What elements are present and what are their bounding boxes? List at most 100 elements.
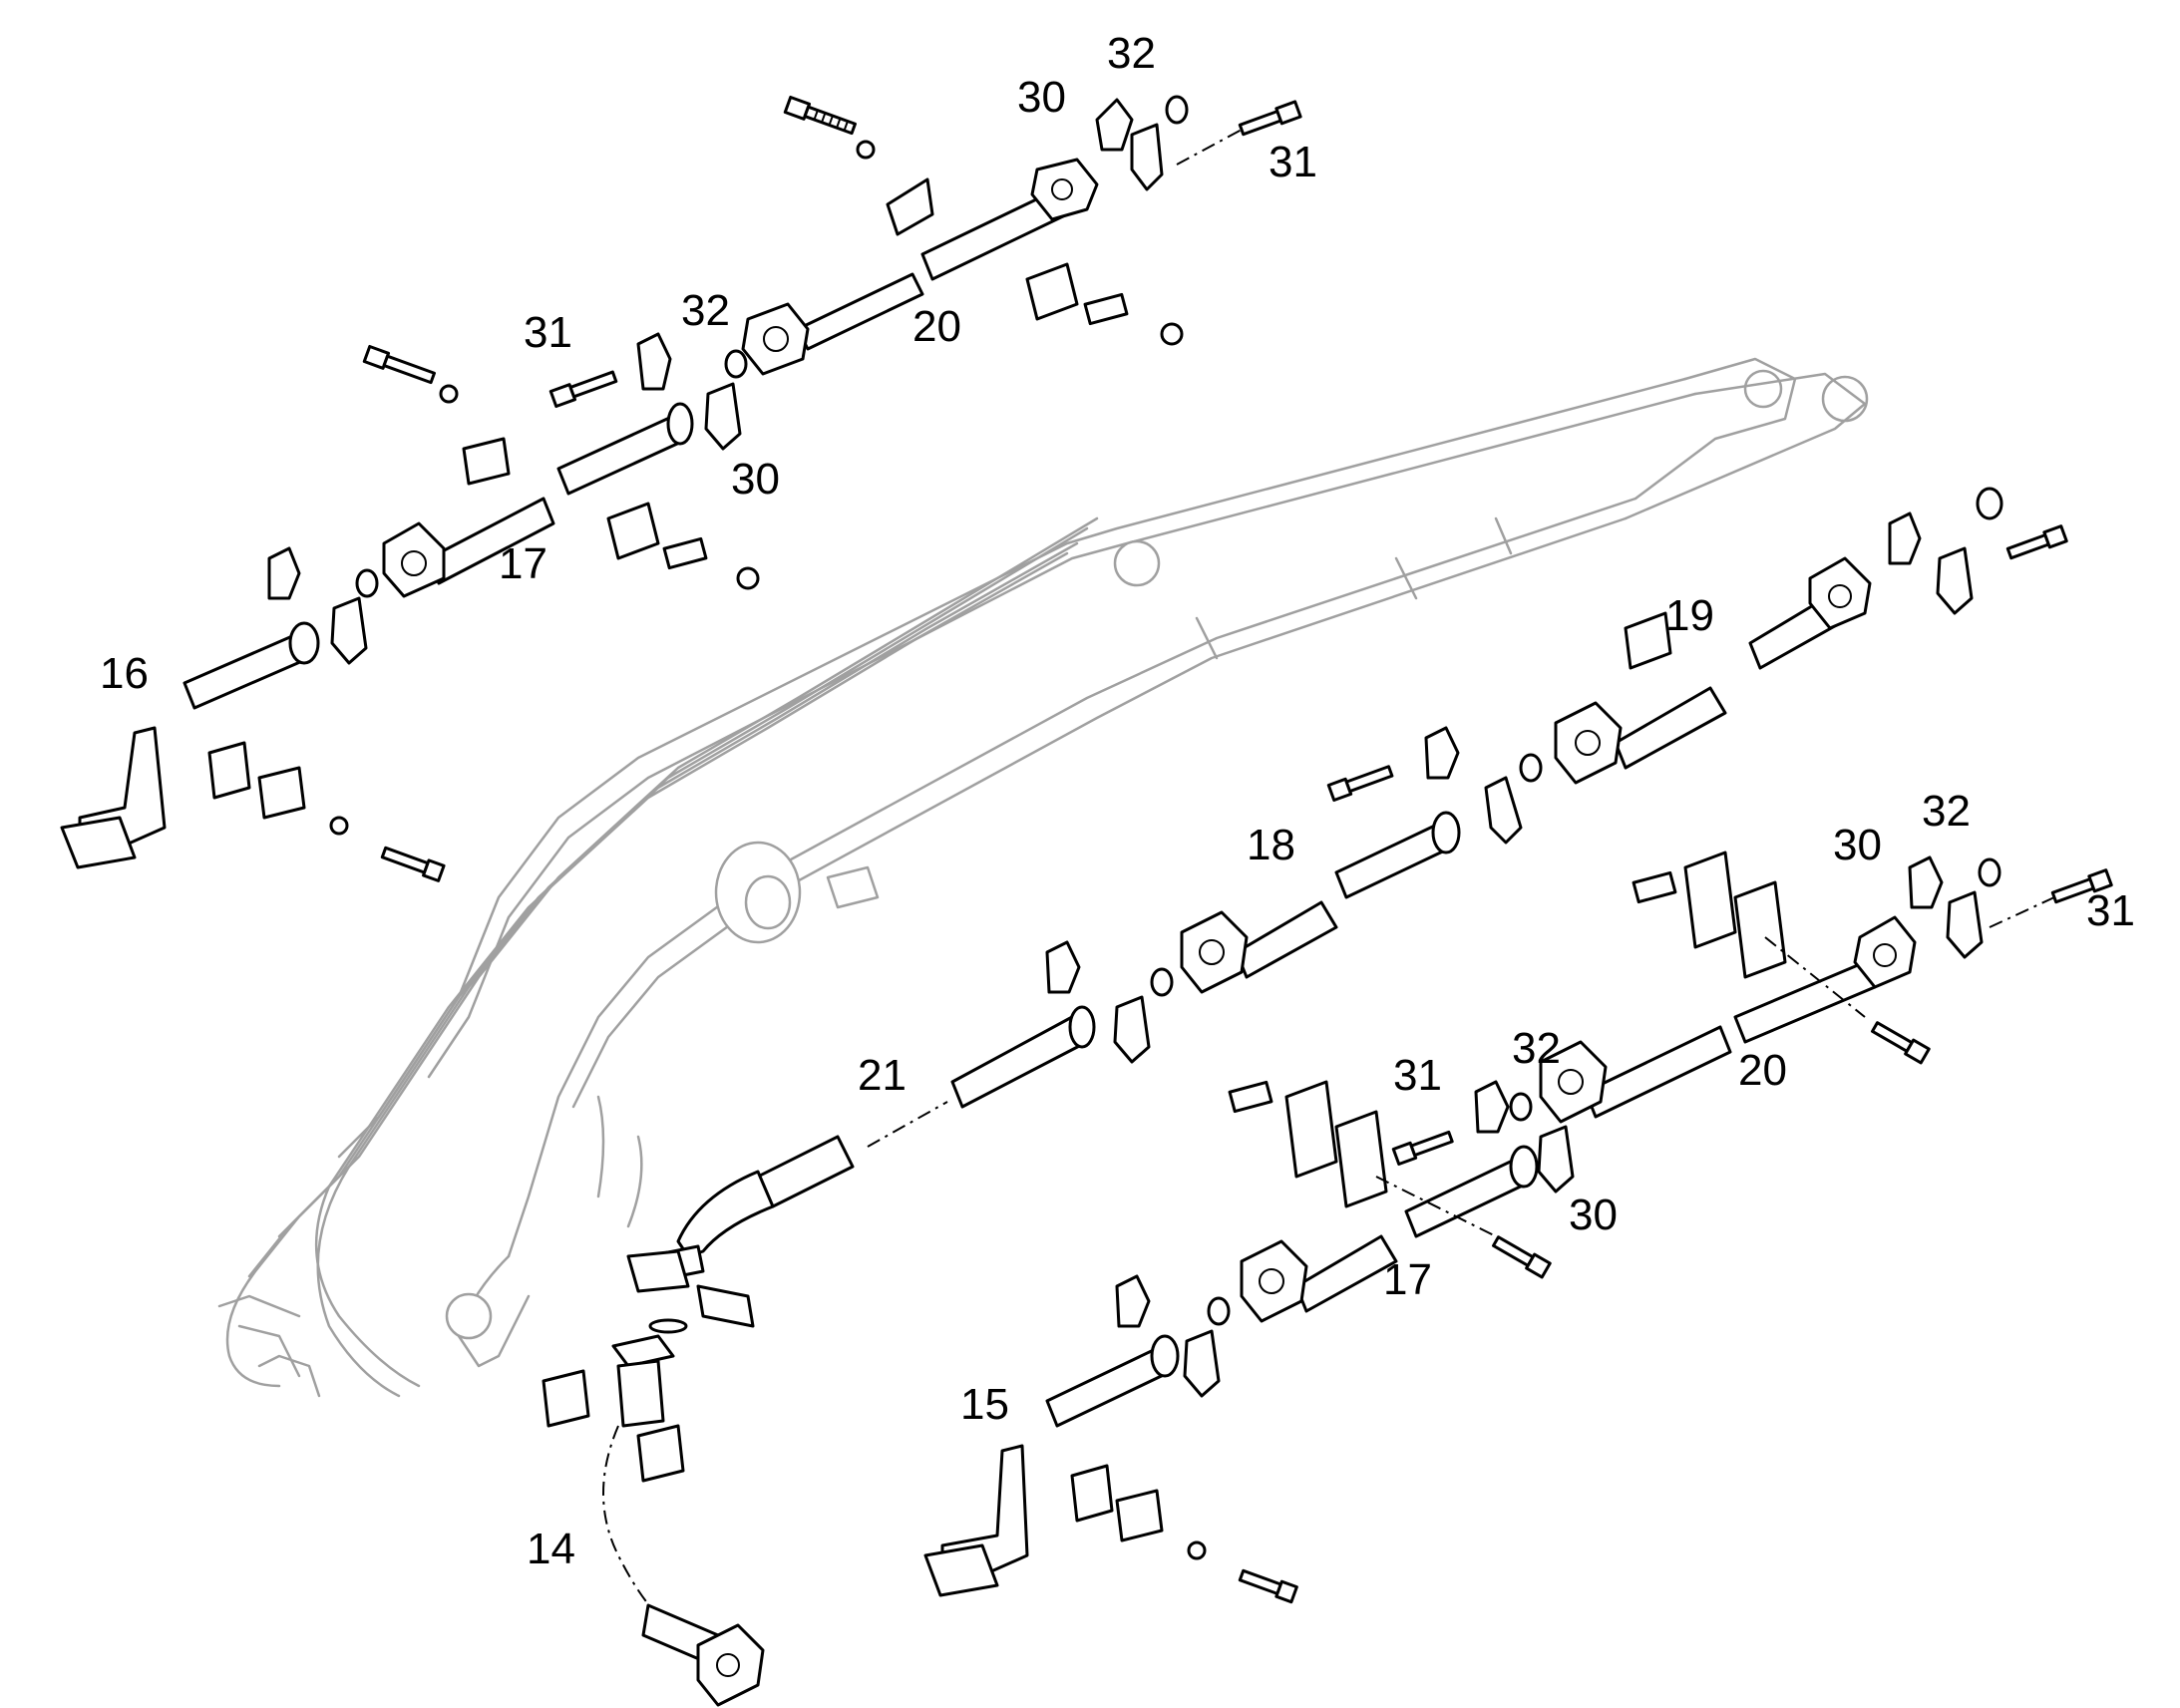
- pipe-19-segment-2: [1614, 686, 1727, 770]
- callout-20: 20: [1738, 1046, 1787, 1095]
- o-ring: [1978, 857, 2001, 887]
- o-ring: [1165, 95, 1189, 125]
- clamp-half: [696, 1284, 755, 1328]
- bolt: [2050, 868, 2113, 904]
- pipe-fitting-collar: [288, 621, 320, 665]
- excavator-boom: [217, 357, 1869, 1398]
- spacer-block: [1632, 870, 1677, 904]
- pipe-21-elbow: [676, 1170, 775, 1258]
- o-ring: [1207, 1296, 1231, 1326]
- o-ring: [1519, 753, 1543, 783]
- bolt: [1871, 1021, 1931, 1065]
- nut: [1160, 322, 1184, 346]
- clip-bracket: [886, 177, 934, 236]
- callout-19: 19: [1665, 591, 1714, 640]
- fitting-head: [611, 1334, 675, 1368]
- clip-bracket: [1284, 1080, 1338, 1179]
- pipe-fitting-collar: [1150, 1334, 1180, 1378]
- clip-bracket: [1733, 880, 1787, 979]
- bolt: [2005, 524, 2068, 560]
- center-pipe-assembly: [542, 1135, 855, 1707]
- split-flange-half: [1095, 98, 1134, 152]
- split-flange-half: [1474, 1080, 1510, 1134]
- washer: [329, 816, 349, 836]
- clip-bracket: [1025, 262, 1079, 321]
- bolt: [1391, 1130, 1454, 1167]
- callout-30: 30: [1833, 821, 1882, 869]
- clip-bracket: [207, 741, 251, 800]
- split-flange-half: [704, 382, 742, 451]
- split-flange-half: [1484, 776, 1523, 845]
- bolt: [1238, 100, 1302, 137]
- flange: [1554, 701, 1623, 785]
- pipe-20-upper-segment: [796, 272, 924, 351]
- callout-31: 31: [2086, 886, 2135, 935]
- split-flange-half: [1130, 123, 1164, 191]
- bolt: [380, 846, 446, 882]
- split-flange-half: [1045, 940, 1081, 994]
- fitting-body: [616, 1359, 665, 1428]
- clip-bracket: [257, 766, 306, 820]
- o-ring: [1976, 487, 2003, 520]
- split-flange-half: [1946, 890, 1984, 959]
- callout-21: 21: [858, 1051, 907, 1100]
- pipe-20-lower-segment-2: [1584, 1025, 1732, 1119]
- flange: [1030, 158, 1099, 221]
- clip-bracket: [1070, 1464, 1114, 1523]
- bolt: [362, 344, 436, 385]
- split-flange-half: [1936, 546, 1974, 615]
- clip-bracket: [1115, 1489, 1164, 1542]
- right-pipe-assembly: [867, 487, 2113, 1604]
- pipe-fitting-collar: [666, 402, 694, 446]
- flange: [1240, 1239, 1308, 1323]
- pipe-fitting-collar: [1431, 811, 1461, 854]
- callout-32: 32: [1107, 29, 1156, 78]
- pipe-fitting-collar: [1509, 1145, 1539, 1189]
- bolt: [783, 95, 857, 136]
- bolt: [1492, 1235, 1552, 1279]
- spacer-block: [1228, 1080, 1273, 1114]
- o-ring: [724, 349, 748, 379]
- washer: [856, 140, 876, 160]
- spacer-block: [662, 536, 708, 570]
- clip-bracket: [636, 1424, 685, 1483]
- callout-32: 32: [1512, 1024, 1561, 1073]
- left-upper-pipe-assembly: [60, 332, 760, 882]
- clip-bracket: [1334, 1110, 1388, 1208]
- flange: [741, 302, 810, 376]
- callout-20: 20: [912, 302, 961, 351]
- o-ring: [355, 568, 379, 598]
- clamp-half: [626, 1249, 690, 1293]
- washer: [439, 384, 459, 404]
- clip-bracket: [1624, 611, 1672, 670]
- pipe-15-elbow-base: [923, 1543, 999, 1597]
- callout-30: 30: [1569, 1191, 1618, 1239]
- callout-31: 31: [1269, 138, 1317, 186]
- o-ring: [648, 1318, 688, 1334]
- split-flange-half: [1424, 726, 1460, 780]
- washer: [1187, 1540, 1207, 1560]
- bolt: [1238, 1568, 1298, 1604]
- o-ring: [1150, 967, 1174, 997]
- pipe-fitting-collar: [1068, 1005, 1096, 1049]
- spacer-block: [1083, 292, 1129, 326]
- callout-32: 32: [1922, 787, 1971, 836]
- split-flange-half: [636, 332, 672, 391]
- split-flange-half: [1115, 1274, 1151, 1328]
- callout-31: 31: [1393, 1051, 1442, 1100]
- flange: [1180, 910, 1249, 994]
- clip-bracket: [606, 502, 660, 560]
- o-ring: [1509, 1092, 1533, 1122]
- flange: [382, 521, 446, 598]
- upper-pipe-assembly: [741, 95, 1302, 376]
- clip-bracket: [462, 437, 511, 486]
- callout-16: 16: [100, 649, 149, 698]
- flange: [1539, 1040, 1608, 1124]
- flange: [1808, 556, 1872, 630]
- split-flange-half: [1537, 1125, 1575, 1194]
- split-flange-half: [1183, 1329, 1221, 1398]
- callout-30: 30: [1017, 73, 1066, 122]
- split-flange-half: [1113, 995, 1151, 1064]
- pipe-16-elbow-base: [60, 816, 137, 869]
